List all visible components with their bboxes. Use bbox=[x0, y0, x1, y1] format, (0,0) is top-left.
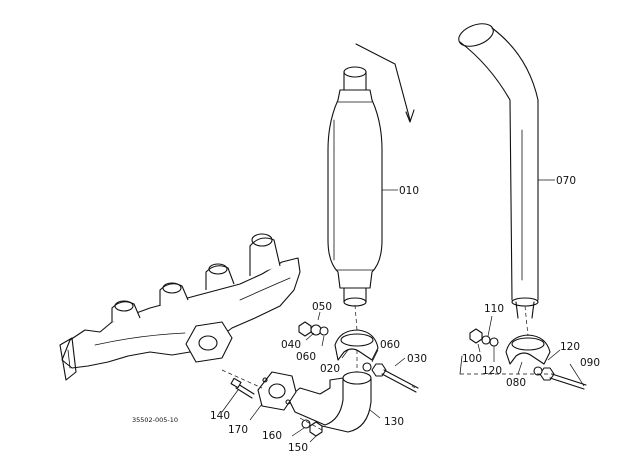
callout-120-left: 120 bbox=[482, 365, 502, 377]
callout-020: 020 bbox=[320, 363, 340, 375]
callout-050: 050 bbox=[312, 301, 332, 313]
muffler-clamp bbox=[334, 329, 379, 361]
callout-130: 130 bbox=[384, 416, 404, 428]
callout-140: 140 bbox=[210, 410, 230, 422]
callout-150: 150 bbox=[288, 442, 308, 454]
elbow-pipe bbox=[257, 371, 372, 433]
leader-lines bbox=[221, 179, 585, 443]
callout-010: 010 bbox=[399, 185, 419, 197]
callout-030: 030 bbox=[407, 353, 427, 365]
fasteners bbox=[230, 321, 587, 437]
reference-code: 35502-005-10 bbox=[132, 416, 178, 424]
callout-160: 160 bbox=[262, 430, 282, 442]
tail-pipe bbox=[458, 23, 539, 319]
callout-labels: 010 070 050 040 060 020 060 030 130 140 … bbox=[132, 175, 600, 454]
callout-120-right: 120 bbox=[560, 341, 580, 353]
callout-090: 090 bbox=[580, 357, 600, 369]
callout-070: 070 bbox=[556, 175, 576, 187]
muffler bbox=[327, 43, 415, 307]
callout-040: 040 bbox=[281, 339, 301, 351]
tailpipe-clamp bbox=[505, 334, 551, 365]
alignment-lines bbox=[221, 304, 552, 431]
callout-110: 110 bbox=[484, 303, 504, 315]
callout-060-left: 060 bbox=[296, 351, 316, 363]
exhaust-manifold bbox=[59, 233, 301, 381]
callout-080: 080 bbox=[506, 377, 526, 389]
callout-100: 100 bbox=[462, 353, 482, 365]
callout-060-right: 060 bbox=[380, 339, 400, 351]
callout-170: 170 bbox=[228, 424, 248, 436]
